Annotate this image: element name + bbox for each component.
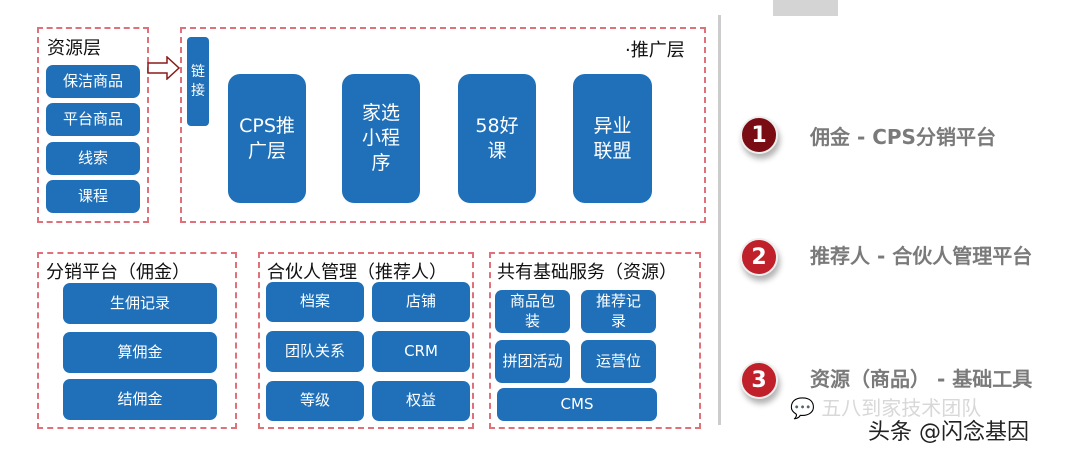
resource-layer-title: 资源层 bbox=[47, 38, 101, 59]
partner-item[interactable]: 店铺 bbox=[372, 282, 470, 322]
number-badge: 2 bbox=[740, 238, 778, 276]
promo-item[interactable]: 家选小程序 bbox=[342, 74, 420, 203]
promo-item[interactable]: CPS推广层 bbox=[228, 74, 306, 203]
divider bbox=[718, 15, 721, 425]
wechat-icon: 💬 bbox=[790, 396, 815, 420]
top-gray-tab bbox=[773, 0, 838, 16]
link-button[interactable]: 链接 bbox=[187, 37, 209, 126]
legend-text: 佣金 - CPS分销平台 bbox=[810, 125, 996, 149]
resource-item[interactable]: 保洁商品 bbox=[46, 65, 140, 98]
resource-item[interactable]: 课程 bbox=[46, 180, 140, 213]
distribution-title: 分销平台（佣金） bbox=[46, 262, 190, 283]
legend-text: 推荐人 - 合伙人管理平台 bbox=[810, 244, 1033, 268]
promo-layer-title: ·推广层 bbox=[625, 40, 685, 61]
number-badge: 3 bbox=[740, 361, 778, 399]
promo-item[interactable]: 异业联盟 bbox=[573, 74, 652, 203]
shared-services-title: 共有基础服务（资源） bbox=[497, 262, 677, 283]
shared-item[interactable]: 运营位 bbox=[581, 340, 656, 383]
distribution-item[interactable]: 结佣金 bbox=[63, 379, 217, 420]
resource-layer-box bbox=[37, 27, 149, 223]
partner-title: 合伙人管理（推荐人） bbox=[267, 262, 447, 283]
partner-item[interactable]: 团队关系 bbox=[266, 331, 364, 372]
partner-item[interactable]: 等级 bbox=[266, 381, 364, 421]
resource-item[interactable]: 线索 bbox=[46, 142, 140, 175]
arrow-right-icon bbox=[147, 56, 181, 80]
watermark-wechat: 💬 五八到家技术团队 bbox=[790, 392, 981, 421]
resource-item[interactable]: 平台商品 bbox=[46, 103, 140, 136]
promo-layer-box bbox=[180, 27, 706, 223]
promo-item[interactable]: 58好课 bbox=[458, 74, 536, 203]
shared-item[interactable]: 商品包装 bbox=[495, 290, 570, 333]
partner-item[interactable]: 权益 bbox=[372, 381, 470, 421]
number-badge: 1 bbox=[740, 116, 778, 154]
partner-item[interactable]: CRM bbox=[372, 331, 470, 372]
shared-item[interactable]: CMS bbox=[497, 388, 657, 421]
watermark-toutiao: 头条 @闪念基因 bbox=[868, 420, 1029, 445]
shared-services-box bbox=[489, 252, 701, 429]
distribution-item[interactable]: 算佣金 bbox=[63, 332, 217, 373]
shared-item[interactable]: 拼团活动 bbox=[495, 340, 570, 383]
partner-item[interactable]: 档案 bbox=[266, 282, 364, 322]
partner-box bbox=[258, 252, 474, 429]
distribution-box bbox=[37, 252, 237, 429]
legend-text: 资源（商品） - 基础工具 bbox=[810, 367, 1033, 391]
shared-item[interactable]: 推荐记录 bbox=[581, 290, 656, 333]
watermark-line1: 五八到家技术团队 bbox=[821, 396, 982, 420]
distribution-item[interactable]: 生佣记录 bbox=[63, 283, 217, 324]
